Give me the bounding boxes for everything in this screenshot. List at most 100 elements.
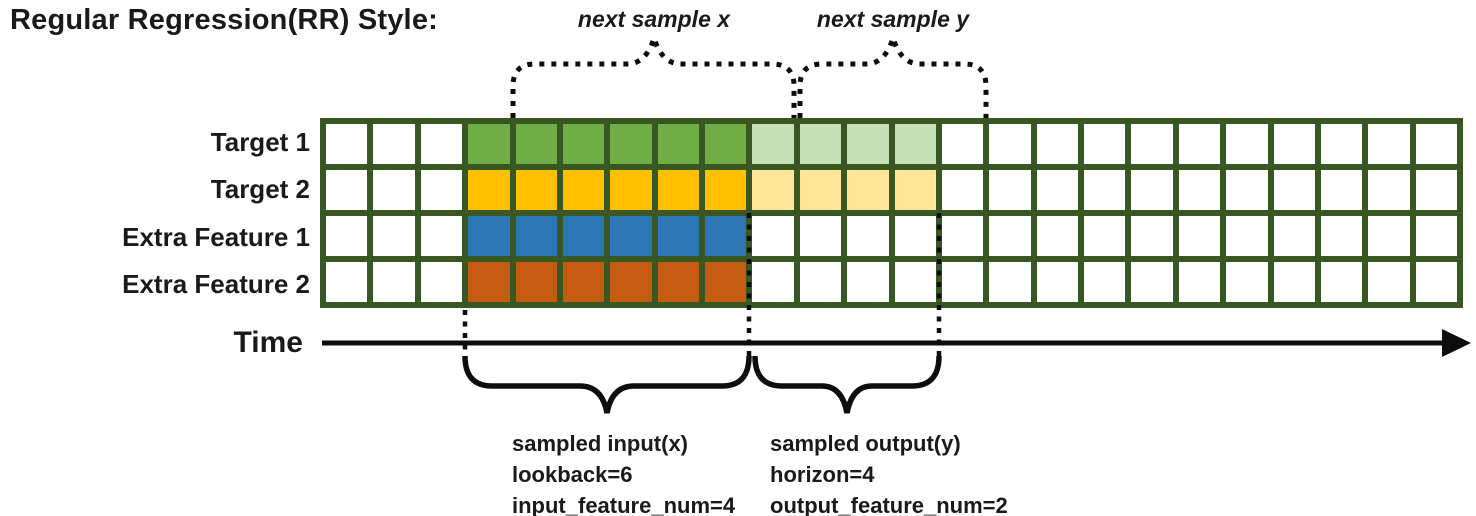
grid-cell [468,124,510,164]
grid-cell [941,262,984,302]
grid-cell [941,170,984,210]
grid-cell [1415,170,1457,210]
grid-cell [1084,170,1126,210]
grid-cell [515,216,557,256]
grid-cell [799,262,842,302]
sampled-input-caption: sampled input(x) lookback=6 input_featur… [512,428,735,516]
grid-cell [894,170,936,210]
row-label-extra-feature-2: Extra Feature 2 [122,269,310,299]
next-sample-y-label: next sample y [816,6,970,32]
grid-cell [1415,216,1457,256]
grid-cell [1131,262,1173,302]
grid-cell [1036,262,1078,302]
grid-cell [373,170,415,210]
sampled-output-caption: sampled output(y) horizon=4 output_featu… [770,428,1008,516]
grid-cell [373,262,415,302]
grid-cell [705,124,747,164]
grid-cell [1131,216,1173,256]
grid-cell [562,124,605,164]
input-feature-num-value: input_feature_num=4 [512,493,736,516]
grid-cell [1036,170,1078,210]
grid-cell [562,262,605,302]
grid-cell [1320,170,1363,210]
grid-cell [326,124,368,164]
grid-cell [941,216,984,256]
grid-cell [752,262,794,302]
grid-cell [799,216,842,256]
grid-cell [420,170,463,210]
grid-cell [989,124,1031,164]
grid-cell [989,262,1031,302]
grid-cell [894,216,936,256]
grid-cell [1320,262,1363,302]
time-axis-arrowhead [1442,329,1471,357]
grid-cell [847,216,889,256]
grid-cell [894,124,936,164]
grid-cell [468,170,510,210]
sampled-input-brace [462,355,752,414]
grid-cell [1226,216,1268,256]
row-label-target-2: Target 2 [210,174,310,204]
grid-cell [752,170,794,210]
grid-cell [657,262,699,302]
grid-cell [799,170,842,210]
grid-cell [1131,170,1173,210]
grid-cell [657,124,699,164]
grid-cell [799,124,842,164]
grid-cell [326,170,368,210]
grid-cell [515,170,557,210]
grid-cell [1036,216,1078,256]
grid-cell [1036,124,1078,164]
grid-cell [610,124,652,164]
grid-cell [420,262,463,302]
sampled-output-title: sampled output(y) [770,431,961,456]
grid-cell [705,262,747,302]
grid-cell [1226,262,1268,302]
row-label-target-1: Target 1 [210,127,310,157]
grid-cell [610,170,652,210]
next-sample-x-label: next sample x [577,6,731,32]
grid-cell [847,170,889,210]
next-sample-x-brace [510,29,797,118]
grid-cell [1368,216,1410,256]
grid-cell [1368,170,1410,210]
grid-cell [1084,216,1126,256]
grid-cell [610,262,652,302]
horizon-value: horizon=4 [770,462,875,487]
grid-cell [1131,124,1173,164]
sampled-input-title: sampled input(x) [512,431,689,456]
grid-cell [326,262,368,302]
grid-cell [1084,124,1126,164]
grid-cell [326,216,368,256]
grid-cell [515,124,557,164]
grid-cell [468,216,510,256]
grid-cell [1178,124,1221,164]
sampled-output-brace [752,355,942,414]
row-label-extra-feature-1: Extra Feature 1 [122,222,310,252]
grid [320,118,1463,308]
grid-cell [515,262,557,302]
grid-cell [657,170,699,210]
grid-cell [1084,262,1126,302]
grid-cell [1368,262,1410,302]
grid-cell [1273,170,1315,210]
grid-cell [705,216,747,256]
grid-cell [1226,170,1268,210]
grid-cell [1273,262,1315,302]
grid-cell [562,216,605,256]
grid-cell [1273,216,1315,256]
diagram-title: Regular Regression(RR) Style: [10,4,438,36]
grid-cell [941,124,984,164]
grid-cell [847,124,889,164]
grid-cell [989,170,1031,210]
next-sample-y-brace [797,29,989,118]
time-axis-label: Time [233,326,303,359]
grid-cell [420,124,463,164]
grid-cell [1415,262,1457,302]
grid-cell [1320,216,1363,256]
grid-cell [468,262,510,302]
grid-cell [847,262,889,302]
grid-cell [373,216,415,256]
grid-cell [373,124,415,164]
